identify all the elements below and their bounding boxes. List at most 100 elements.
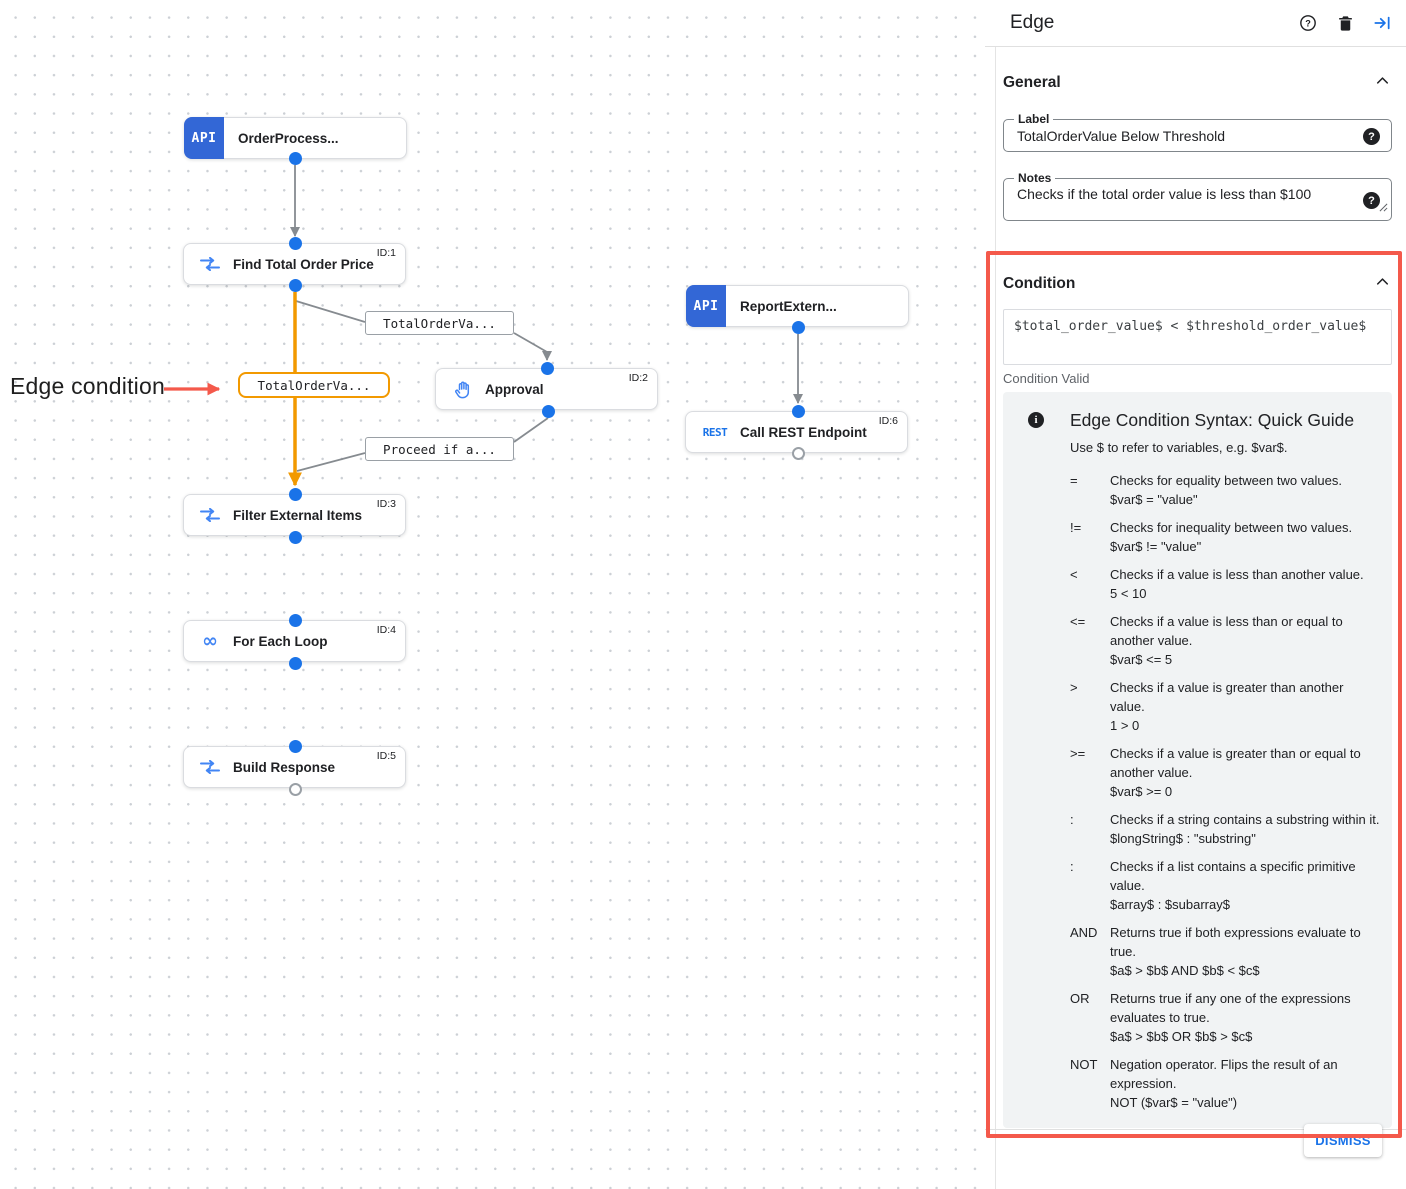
node-title: ReportExtern... bbox=[740, 298, 837, 314]
guide-operator: != bbox=[1070, 520, 1082, 535]
guide-desc: Checks if a string contains a substring … bbox=[1110, 812, 1380, 827]
guide-desc: Checks if a list contains a specific pri… bbox=[1110, 859, 1356, 893]
api-trigger-icon: API bbox=[686, 285, 726, 327]
guide-desc: Returns true if any one of the expressio… bbox=[1110, 991, 1351, 1025]
port-in[interactable] bbox=[288, 487, 302, 501]
port-out[interactable] bbox=[288, 151, 302, 165]
approval-hand-icon bbox=[451, 380, 473, 399]
port-terminal[interactable] bbox=[791, 446, 805, 460]
guide-operator: > bbox=[1070, 680, 1078, 695]
node-build-response[interactable]: ID:5 Build Response bbox=[183, 746, 406, 788]
guide-desc: Returns true if both expressions evaluat… bbox=[1110, 925, 1361, 959]
field-help-icon[interactable]: ? bbox=[1363, 128, 1380, 145]
edge-approval-to-proceed-label[interactable] bbox=[513, 417, 549, 443]
guide-row: <= Checks if a value is less than or equ… bbox=[1070, 612, 1380, 669]
field-help-icon[interactable]: ? bbox=[1363, 192, 1380, 209]
node-find-total-order-price[interactable]: ID:1 Find Total Order Price bbox=[183, 243, 406, 285]
guide-example: NOT ($var$ = "value") bbox=[1110, 1095, 1238, 1110]
info-icon: i bbox=[1028, 412, 1044, 428]
node-title: Call REST Endpoint bbox=[740, 424, 867, 440]
rest-icon: REST bbox=[702, 425, 728, 439]
guide-example: $var$ <= 5 bbox=[1110, 652, 1173, 667]
guide-row: : Checks if a string contains a substrin… bbox=[1070, 810, 1380, 848]
node-orderprocess[interactable]: API OrderProcess... bbox=[184, 117, 407, 159]
guide-row: < Checks if a value is less than another… bbox=[1070, 565, 1380, 603]
port-in[interactable] bbox=[540, 361, 554, 375]
edge-label-totalordervalue-approval[interactable]: TotalOrderVa... bbox=[365, 311, 514, 335]
flow-canvas[interactable]: API OrderProcess... ID:1 Find Total Orde… bbox=[0, 0, 985, 1189]
port-out[interactable] bbox=[791, 320, 805, 334]
node-call-rest-endpoint[interactable]: ID:6 REST Call REST Endpoint bbox=[685, 411, 908, 453]
data-mapping-icon bbox=[199, 508, 221, 522]
edge-branch-to-approval-label[interactable] bbox=[295, 300, 366, 323]
section-general: General bbox=[1003, 71, 1392, 95]
guide-operator: >= bbox=[1070, 746, 1086, 761]
edge-proceed-label-to-filter[interactable] bbox=[296, 452, 366, 472]
port-out[interactable] bbox=[288, 530, 302, 544]
guide-operator: < bbox=[1070, 567, 1078, 582]
guide-operator: NOT bbox=[1070, 1057, 1098, 1072]
label-input[interactable] bbox=[1004, 120, 1391, 151]
port-out[interactable] bbox=[541, 404, 555, 418]
node-id-badge: ID:6 bbox=[878, 415, 898, 427]
port-out[interactable] bbox=[288, 278, 302, 292]
panel-title: Edge bbox=[1010, 12, 1055, 33]
condition-heading-row: Condition bbox=[1003, 272, 1392, 296]
notes-field: Notes Checks if the total order value is… bbox=[1003, 171, 1392, 221]
node-filter-external-items[interactable]: ID:3 Filter External Items bbox=[183, 494, 406, 536]
edges-layer bbox=[164, 165, 803, 487]
guide-example: $var$ != "value" bbox=[1110, 539, 1202, 554]
edge-label-proceed-if[interactable]: Proceed if a... bbox=[365, 437, 514, 461]
port-in[interactable] bbox=[288, 739, 302, 753]
label-field-label: Label bbox=[1014, 112, 1054, 127]
guide-operator: : bbox=[1070, 812, 1074, 827]
guide-row: : Checks if a list contains a specific p… bbox=[1070, 857, 1380, 914]
guide-example: 5 < 10 bbox=[1110, 586, 1147, 601]
guide-intro: Use $ to refer to variables, e.g. $var$. bbox=[1070, 440, 1288, 455]
notes-input[interactable]: Checks if the total order value is less … bbox=[1004, 179, 1391, 220]
node-title: Filter External Items bbox=[233, 507, 363, 523]
port-in[interactable] bbox=[288, 613, 302, 627]
guide-example: $array$ : $subarray$ bbox=[1110, 897, 1230, 912]
collapse-panel-icon[interactable] bbox=[1372, 13, 1392, 33]
guide-operator: OR bbox=[1070, 991, 1090, 1006]
guide-operator: <= bbox=[1070, 614, 1086, 629]
chevron-up-icon[interactable] bbox=[1373, 272, 1392, 296]
delete-icon[interactable] bbox=[1335, 13, 1355, 33]
guide-rows: = Checks for equality between two values… bbox=[1070, 471, 1380, 1112]
panel-footer: DISMISS bbox=[985, 1124, 1406, 1157]
guide-desc: Checks for equality between two values. bbox=[1110, 473, 1342, 488]
port-in[interactable] bbox=[288, 236, 302, 250]
guide-operator: = bbox=[1070, 473, 1078, 488]
data-mapping-icon bbox=[199, 760, 221, 774]
data-mapping-icon bbox=[199, 257, 221, 271]
guide-example: 1 > 0 bbox=[1110, 718, 1140, 733]
svg-text:?: ? bbox=[1305, 18, 1311, 28]
loop-icon: ∞ bbox=[202, 630, 218, 652]
condition-valid-status: Condition Valid bbox=[1003, 371, 1090, 386]
help-icon[interactable]: ? bbox=[1298, 13, 1318, 33]
chevron-up-icon[interactable] bbox=[1373, 71, 1392, 95]
node-id-badge: ID:4 bbox=[376, 624, 396, 636]
node-title: OrderProcess... bbox=[238, 130, 339, 146]
guide-example: $a$ > $b$ AND $b$ < $c$ bbox=[1110, 963, 1260, 978]
port-out[interactable] bbox=[288, 656, 302, 670]
node-id-badge: ID:3 bbox=[376, 498, 396, 510]
port-terminal[interactable] bbox=[288, 782, 302, 796]
panel-body: General Label ? Notes Checks if the tota… bbox=[986, 47, 1406, 1189]
condition-expression-input[interactable]: $total_order_value$ < $threshold_order_v… bbox=[1003, 309, 1392, 365]
guide-desc: Checks for inequality between two values… bbox=[1110, 520, 1353, 535]
guide-desc: Checks if a value is less than another v… bbox=[1110, 567, 1364, 582]
guide-operator: : bbox=[1070, 859, 1074, 874]
edge-label-to-approval[interactable] bbox=[513, 332, 552, 361]
edge-label-totalordervalue-selected[interactable]: TotalOrderVa... bbox=[238, 372, 390, 398]
port-in[interactable] bbox=[791, 404, 805, 418]
annotation-edge-condition: Edge condition bbox=[10, 373, 165, 399]
node-title: For Each Loop bbox=[233, 633, 328, 649]
resize-handle-icon[interactable] bbox=[1379, 199, 1388, 217]
dismiss-button[interactable]: DISMISS bbox=[1304, 1124, 1382, 1157]
node-title: Build Response bbox=[233, 759, 336, 775]
guide-row: OR Returns true if any one of the expres… bbox=[1070, 989, 1380, 1046]
guide-desc: Checks if a value is greater than or equ… bbox=[1110, 746, 1361, 780]
